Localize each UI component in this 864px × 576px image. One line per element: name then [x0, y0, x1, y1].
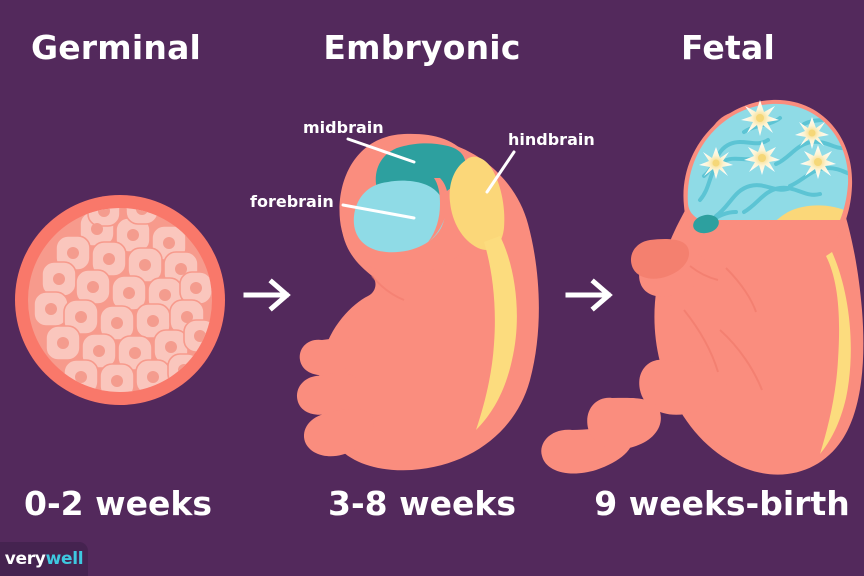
embryo-illustration: [296, 133, 539, 471]
stage-title-fetal: Fetal: [681, 28, 775, 67]
stage-title-embryonic: Embryonic: [323, 28, 521, 67]
logo-text-well: well: [45, 549, 84, 569]
blastocyst-illustration: [15, 195, 225, 405]
stage-caption-fetal: 9 weeks-birth: [594, 484, 850, 523]
brain-label-forebrain: forebrain: [250, 192, 334, 211]
stage-caption-embryonic: 3-8 weeks: [328, 484, 516, 523]
brain-label-midbrain: midbrain: [303, 118, 384, 137]
blastocyst-cells: [33, 208, 212, 392]
arrow-right-icon-1: [243, 278, 291, 312]
fetus-illustration: [541, 99, 864, 475]
stage-caption-germinal: 0-2 weeks: [24, 484, 212, 523]
verywell-logo[interactable]: verywell: [0, 542, 88, 576]
logo-text-very: very: [4, 549, 46, 569]
logo-text: verywell: [5, 549, 84, 569]
brain-label-hindbrain: hindbrain: [508, 130, 595, 149]
neuron-sparks: [699, 100, 836, 179]
arrow-right-icon-2: [565, 278, 613, 312]
stage-title-germinal: Germinal: [30, 28, 202, 67]
